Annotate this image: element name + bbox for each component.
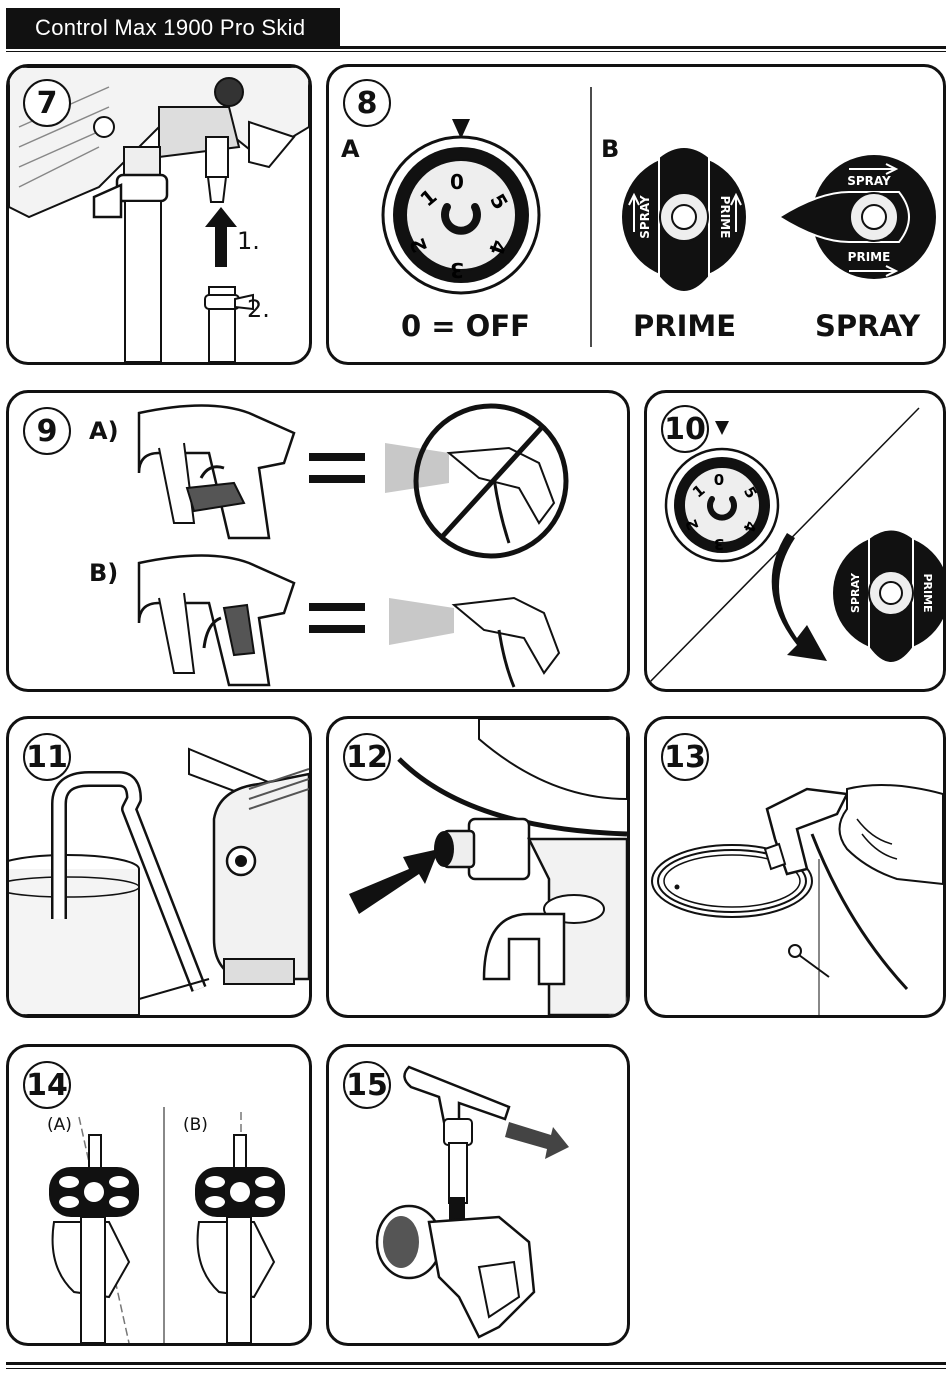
step-12-illustration [349, 719, 627, 1015]
step-7-number: 7 [23, 79, 71, 127]
svg-text:SPRAY: SPRAY [849, 572, 862, 613]
svg-text:0: 0 [714, 471, 724, 489]
step-13-illustration [651, 784, 943, 1015]
svg-text:SPRAY: SPRAY [638, 195, 652, 239]
prime-caption: PRIME [633, 309, 737, 343]
step-7-label-1: 1. [237, 227, 260, 255]
footer-rule-thin [6, 1368, 946, 1369]
step-7-illustration [9, 67, 309, 362]
step-12-panel: 12 [326, 716, 630, 1018]
svg-text:0: 0 [450, 170, 464, 194]
step-9-label-a: A) [89, 417, 119, 445]
svg-text:PRIME: PRIME [921, 573, 934, 612]
step-7-panel: 7 1. 2. [6, 64, 312, 365]
document-title: Control Max 1900 Pro Skid [35, 15, 306, 40]
step-8-panel: 0 1 2 3 4 5 SPRAY PRIME SPRAY PRIME 8 A … [326, 64, 946, 365]
footer-rule [6, 1362, 946, 1365]
spray-caption: SPRAY [815, 309, 921, 343]
svg-text:3: 3 [450, 258, 464, 282]
dial-pointer-icon [452, 119, 470, 139]
step-13-panel: 13 [644, 716, 946, 1018]
step-9-panel: 9 A) B) [6, 390, 630, 692]
header-rule [6, 46, 946, 49]
step-11-panel: 11 [6, 716, 312, 1018]
svg-text:PRIME: PRIME [718, 196, 732, 239]
step-8-number: 8 [343, 79, 391, 127]
step-15-illustration [375, 1065, 569, 1339]
step-8-illustration: 0 1 2 3 4 5 SPRAY PRIME SPRAY PRIME [381, 87, 936, 347]
step-15-number: 15 [343, 1061, 391, 1109]
step-14-panel: 14 (A) (B) [6, 1044, 312, 1346]
step-14-label-b: (B) [183, 1115, 208, 1135]
svg-text:PRIME: PRIME [848, 250, 891, 264]
step-11-illustration [9, 747, 309, 1015]
svg-text:3: 3 [714, 535, 724, 553]
step-9-number: 9 [23, 407, 71, 455]
step-9-illustration [137, 403, 569, 688]
step-14-number: 14 [23, 1061, 71, 1109]
step-12-number: 12 [343, 733, 391, 781]
step-11-number: 11 [23, 733, 71, 781]
step-10-number: 10 [661, 405, 709, 453]
step-14-label-a: (A) [47, 1115, 72, 1135]
step-14-illustration [49, 1107, 285, 1343]
header-bar: Control Max 1900 Pro Skid [6, 8, 340, 46]
svg-text:SPRAY: SPRAY [847, 174, 891, 188]
step-15-panel: 15 [326, 1044, 630, 1346]
header-rule-thin [6, 51, 946, 52]
step-8-label-a: A [341, 135, 360, 163]
step-9-label-b: B) [89, 559, 119, 587]
step-10-illustration: 0 1 2 3 4 5 SPRAY PRIME [647, 407, 943, 686]
step-7-label-2: 2. [247, 295, 270, 323]
step-8-label-b: B [601, 135, 620, 163]
step-13-number: 13 [661, 733, 709, 781]
step-10-panel: 0 1 2 3 4 5 SPRAY PRIME 10 [644, 390, 946, 692]
dial-caption: 0 = OFF [401, 309, 530, 343]
